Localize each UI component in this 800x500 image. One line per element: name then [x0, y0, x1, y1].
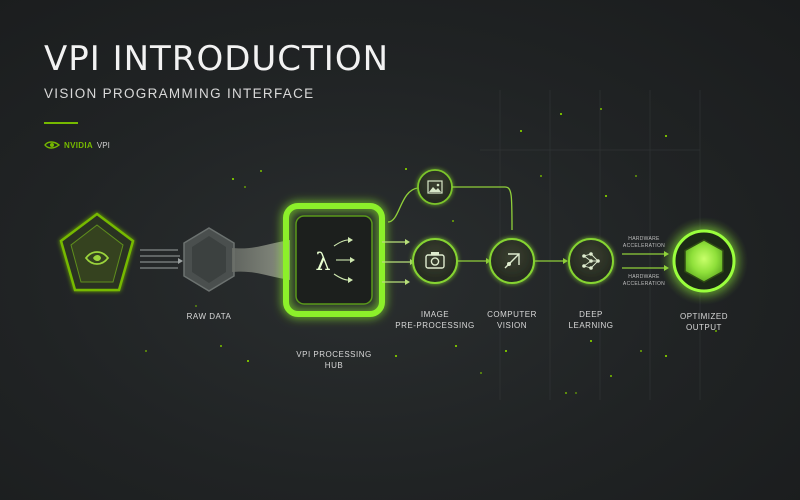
hw-acceleration-bottom-label: HARDWARE ACCELERATION [622, 274, 666, 287]
vpi-hub-label: VPI PROCESSING HUB [296, 350, 372, 370]
raw-to-hub-funnel [232, 240, 290, 280]
network-icon [582, 252, 600, 270]
brand-name: NVIDIA [64, 140, 93, 150]
optimized-output-label: OPTIMIZED OUTPUT [679, 312, 729, 332]
source-node [59, 212, 135, 292]
raw-data-label: RAW DATA [186, 312, 232, 321]
picture-node [417, 169, 453, 205]
vision-icon [504, 253, 520, 269]
raw-data-node [183, 227, 235, 292]
hw-acceleration-top-label: HARDWARE ACCELERATION [622, 236, 666, 249]
cv-to-dl-arrow [535, 258, 568, 264]
hub-output-arrows [382, 241, 410, 283]
page-subtitle: VISION PROGRAMMING INTERFACE [44, 86, 315, 101]
accent-divider [44, 122, 78, 124]
computer-vision-label: COMPUTER VISION [487, 310, 537, 330]
brand-mark: NVIDIA VPI [44, 140, 110, 150]
optimized-output-node [660, 217, 748, 305]
image-to-cv-arrow [458, 258, 491, 264]
deep-learning-node [568, 238, 614, 284]
nvidia-eye-icon [84, 251, 110, 265]
header: VPI INTRODUCTION VISION PROGRAMMING INTE… [44, 42, 389, 101]
brand-product: VPI [96, 140, 110, 150]
picture-icon [427, 180, 443, 194]
nvidia-logo-icon [44, 141, 60, 149]
image-preprocessing-label: IMAGE PRE-PROCESSING [395, 310, 475, 330]
hw-acceleration-arrows [622, 253, 664, 269]
picture-to-cv-connector [452, 186, 513, 231]
camera-icon [425, 252, 445, 269]
computer-vision-node [489, 238, 535, 284]
image-preprocessing-node [412, 238, 458, 284]
lambda-icon: λ [315, 248, 330, 276]
particles [145, 108, 717, 394]
vpi-hub-node: λ [283, 203, 385, 317]
page-title: VPI INTRODUCTION [44, 39, 390, 79]
deep-learning-label: DEEP LEARNING [568, 310, 614, 330]
hub-to-picture-connector [387, 187, 419, 223]
source-stream-arrows [140, 249, 183, 269]
